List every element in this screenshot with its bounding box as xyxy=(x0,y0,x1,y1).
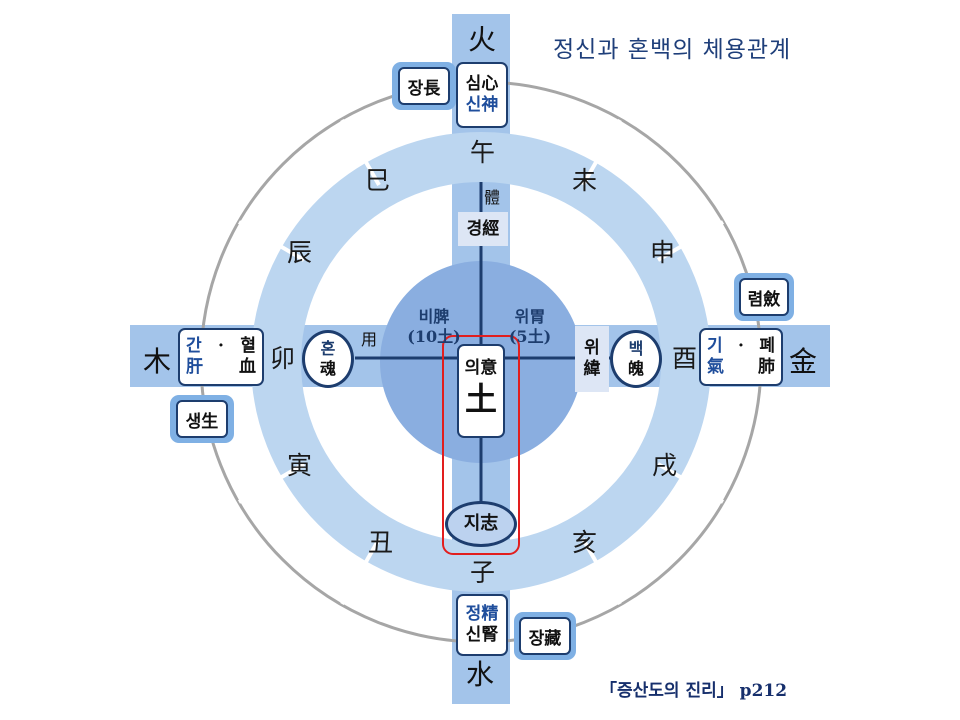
essence-label-kr: 정 xyxy=(465,604,482,624)
stomach-label: 위胃 (5土) xyxy=(500,307,560,347)
body-label: 體 xyxy=(484,188,501,207)
hon-label-kr: 혼 xyxy=(320,339,336,358)
branch-mao: 卯 xyxy=(270,344,296,373)
diagram-title: 정신과 혼백의 체용관계 xyxy=(553,37,792,63)
kidney-label-han: 腎 xyxy=(481,625,499,645)
essence-kidney-box: 정精 신腎 xyxy=(456,594,508,656)
heart-label-kr: 심 xyxy=(465,74,482,94)
branch-ring xyxy=(251,132,711,592)
blood-label-kr: 혈 xyxy=(240,336,256,356)
heart-spirit-box: 심心 신神 xyxy=(456,62,508,128)
spirit-label-kr: 신 xyxy=(465,95,482,115)
branch-zi: 子 xyxy=(470,558,496,587)
element-metal: 金 xyxy=(789,345,818,378)
intention-label: 의意 xyxy=(464,358,498,378)
wood-dot: · xyxy=(218,336,224,356)
qi-label-kr: 기 xyxy=(707,336,723,356)
stomach-number: (5土) xyxy=(508,327,552,346)
essence-label-han: 精 xyxy=(481,604,499,624)
highlight-frame xyxy=(442,335,520,555)
spirit-label-han: 神 xyxy=(481,95,499,115)
stomach-name: 위胃 xyxy=(514,307,546,326)
qi-lung-box: 기 · 폐 氣 肺 xyxy=(699,328,783,386)
birth-tag: 생生 xyxy=(176,400,228,438)
ethereal-soul-oval: 혼 魂 xyxy=(302,330,354,388)
branch-wu: 午 xyxy=(470,138,496,167)
branch-si: 巳 xyxy=(365,166,391,195)
hon-label-han: 魂 xyxy=(319,359,336,378)
spleen-label: 비脾 (10土) xyxy=(402,307,466,347)
weft-label-han: 緯 xyxy=(583,359,601,379)
liver-label-kr: 간 xyxy=(186,336,202,356)
lung-label-kr: 폐 xyxy=(759,336,775,356)
spleen-number: (10土) xyxy=(407,327,461,346)
weft-box: 위 緯 xyxy=(575,326,609,392)
qi-label-han: 氣 xyxy=(707,357,724,377)
function-label: 用 xyxy=(361,330,378,349)
branch-hai: 亥 xyxy=(572,528,598,557)
heart-label-han: 心 xyxy=(481,74,499,94)
harvest-tag: 렴斂 xyxy=(739,278,789,316)
liver-label-han: 肝 xyxy=(186,357,203,377)
earth-label: 土 xyxy=(464,380,497,418)
lung-label-han: 肺 xyxy=(758,357,775,377)
blood-label-han: 血 xyxy=(239,357,256,377)
metal-dot: · xyxy=(738,336,744,356)
baek-label-kr: 백 xyxy=(628,339,644,358)
spleen-name: 비脾 xyxy=(418,307,450,326)
element-fire: 火 xyxy=(468,23,497,56)
element-wood: 木 xyxy=(143,345,172,378)
intention-earth-box: 의意 土 xyxy=(457,344,505,438)
source-citation: 「증산도의 진리」 p212 xyxy=(600,681,788,701)
branch-you: 酉 xyxy=(672,344,698,373)
branch-chen: 辰 xyxy=(287,238,313,267)
storage-tag: 장藏 xyxy=(519,617,571,655)
corporeal-soul-oval: 백 魄 xyxy=(610,330,662,388)
branch-shen: 申 xyxy=(650,238,676,267)
liver-blood-box: 간 · 혈 肝 血 xyxy=(178,328,264,386)
element-water: 水 xyxy=(466,658,495,691)
ring-separators xyxy=(237,119,725,605)
weft-label-kr: 위 xyxy=(584,338,600,358)
branch-yin: 寅 xyxy=(287,451,313,480)
growth-tag: 장長 xyxy=(398,67,450,105)
branch-xu: 戌 xyxy=(652,451,678,480)
will-oval: 지志 xyxy=(445,501,517,547)
branch-wei: 未 xyxy=(572,166,598,195)
warp-box: 경經 xyxy=(458,212,508,246)
kidney-label-kr: 신 xyxy=(465,625,482,645)
baek-label-han: 魄 xyxy=(627,359,644,378)
branch-chou: 丑 xyxy=(368,528,394,557)
